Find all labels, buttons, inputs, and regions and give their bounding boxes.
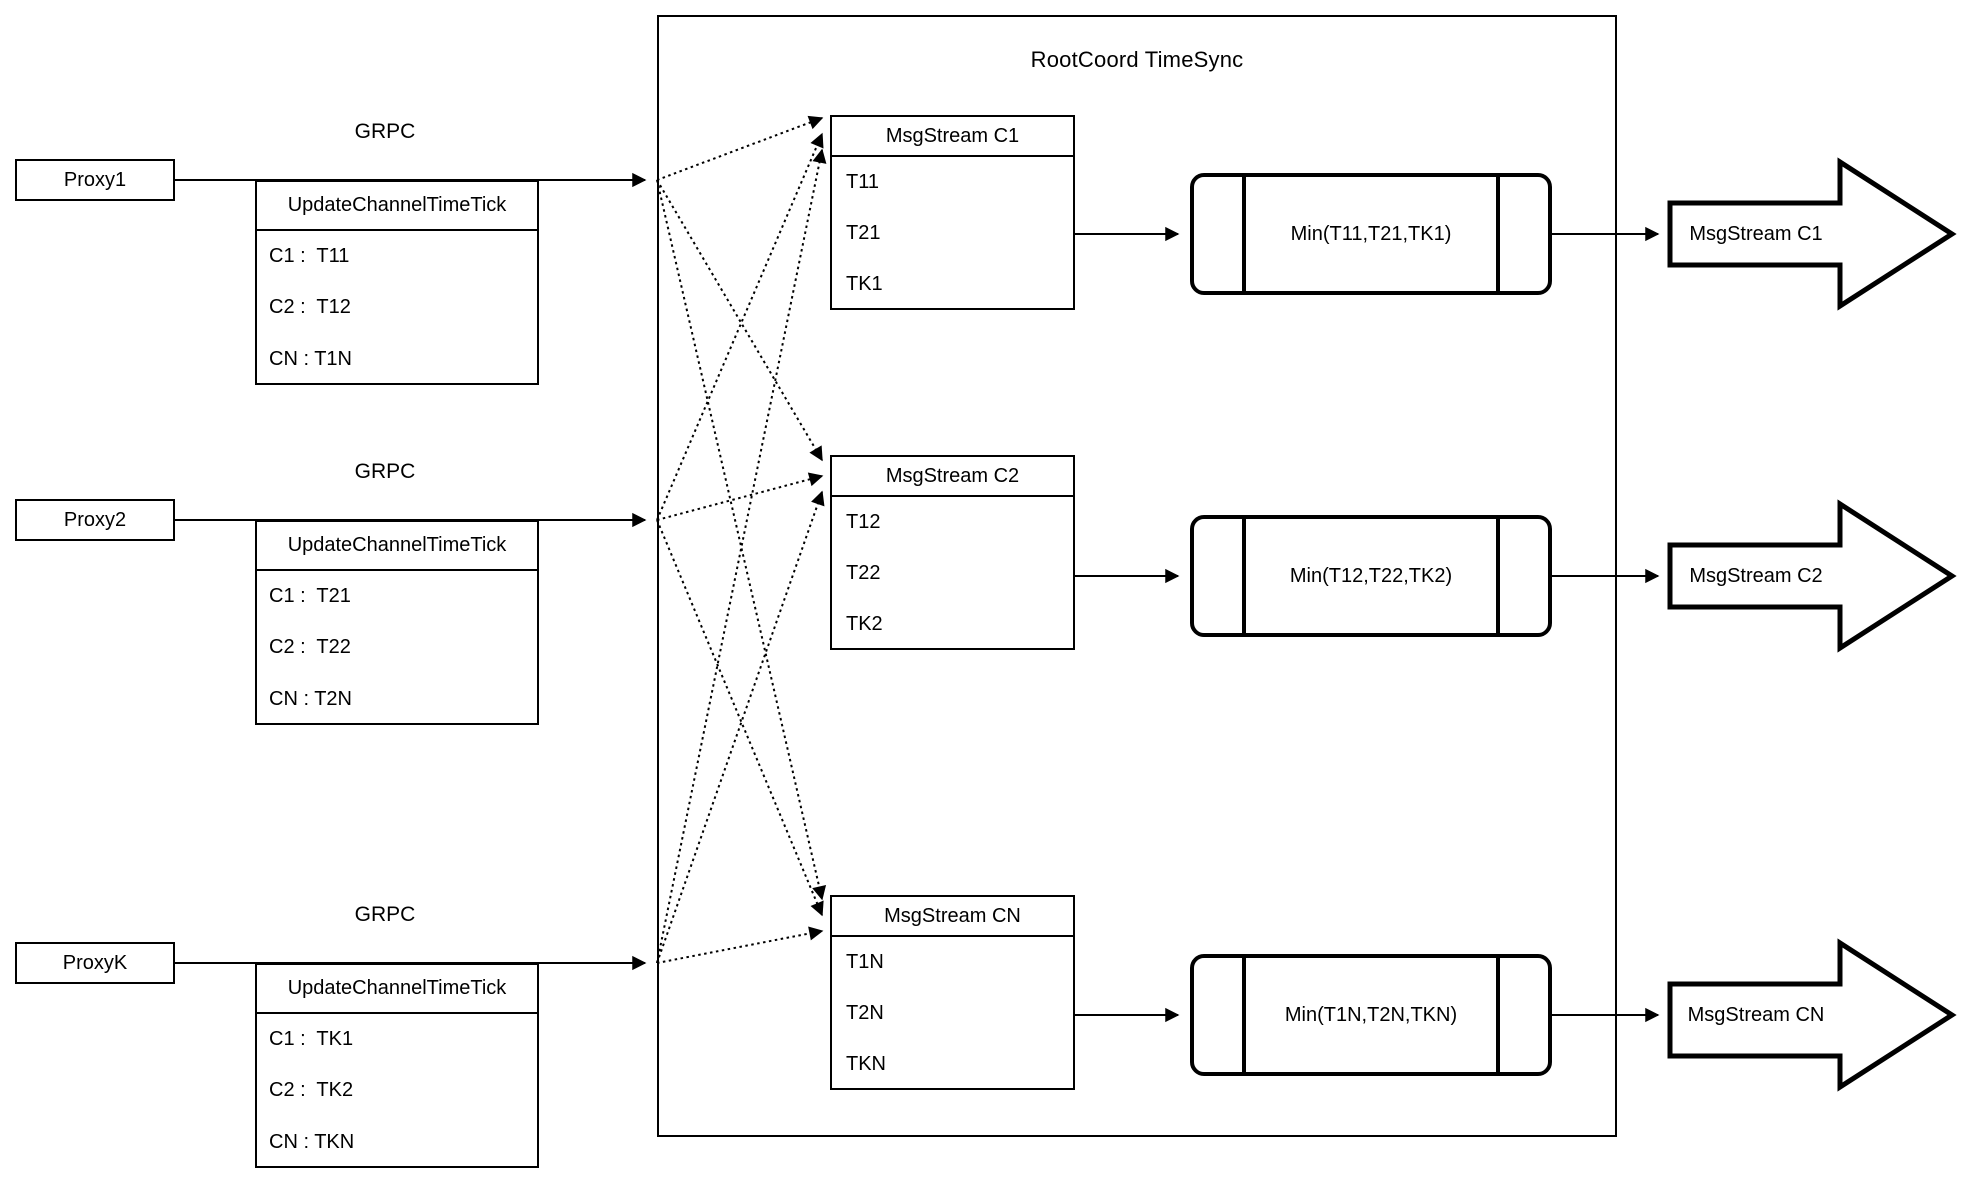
update-row: C1 : TK1 xyxy=(269,1028,354,1051)
update-row: C2 : TK2 xyxy=(269,1079,354,1102)
min-box-row1: Min(T11,T21,TK1) xyxy=(1190,173,1552,295)
proxy2-box: Proxy2 xyxy=(15,499,175,541)
msgstream-cell: T22 xyxy=(846,562,881,584)
msgstream-cell: T2N xyxy=(846,1002,884,1024)
proxyk-label: ProxyK xyxy=(62,951,128,974)
min-box-divider xyxy=(1242,519,1246,633)
msgstream-cell: TKN xyxy=(846,1053,886,1075)
min-label-row2: Min(T12,T22,TK2) xyxy=(1289,564,1453,587)
update-row: C1 : T11 xyxy=(269,245,350,268)
min-label-row3: Min(T1N,T2N,TKN) xyxy=(1284,1003,1458,1026)
grpc-label-row2: GRPC xyxy=(354,460,416,483)
update-row: CN : T2N xyxy=(269,687,352,710)
update-row: CN : TKN xyxy=(269,1130,355,1153)
min-box-divider xyxy=(1496,958,1500,1072)
msgstream-cell: T12 xyxy=(846,511,881,533)
update-table-row3: UpdateChannelTimeTick C1 : TK1 C2 : TK2 … xyxy=(255,963,539,1168)
msgstream-table-c1: MsgStream C1 T11 T21 TK1 xyxy=(830,115,1075,310)
grpc-label-row1: GRPC xyxy=(354,120,416,143)
msgstream-cell: T11 xyxy=(846,171,879,193)
rootcoord-title: RootCoord TimeSync xyxy=(1030,47,1244,72)
proxy2-label: Proxy2 xyxy=(63,508,127,531)
min-box-divider xyxy=(1496,519,1500,633)
min-label-row1: Min(T11,T21,TK1) xyxy=(1290,222,1452,245)
msgstream-table-cn-header: MsgStream CN xyxy=(832,897,1073,937)
out-arrow-label-c1: MsgStream C1 xyxy=(1689,223,1823,245)
msgstream-cell: TK2 xyxy=(846,613,883,635)
msgstream-cell: T21 xyxy=(846,222,881,244)
min-box-divider xyxy=(1496,177,1500,291)
proxy1-label: Proxy1 xyxy=(63,168,127,191)
update-table-row2: UpdateChannelTimeTick C1 : T21 C2 : T22 … xyxy=(255,520,539,725)
msgstream-table-c2-header: MsgStream C2 xyxy=(832,457,1073,497)
grpc-label-row3: GRPC xyxy=(354,903,416,926)
update-row: C1 : T21 xyxy=(269,585,351,608)
proxy1-box: Proxy1 xyxy=(15,159,175,201)
min-box-divider xyxy=(1242,177,1246,291)
update-table-row1: UpdateChannelTimeTick C1 : T11 C2 : T12 … xyxy=(255,180,539,385)
min-box-row3: Min(T1N,T2N,TKN) xyxy=(1190,954,1552,1076)
msgstream-cell: T1N xyxy=(846,951,884,973)
update-row: C2 : T22 xyxy=(269,636,351,659)
update-table-header-row2: UpdateChannelTimeTick xyxy=(257,522,537,571)
msgstream-cell: TK1 xyxy=(846,273,883,295)
out-arrow-label-cn: MsgStream CN xyxy=(1687,1004,1825,1026)
msgstream-table-c2: MsgStream C2 T12 T22 TK2 xyxy=(830,455,1075,650)
min-box-row2: Min(T12,T22,TK2) xyxy=(1190,515,1552,637)
update-table-header-row3: UpdateChannelTimeTick xyxy=(257,965,537,1014)
update-row: C2 : T12 xyxy=(269,296,351,319)
min-box-divider xyxy=(1242,958,1246,1072)
out-arrow-label-c2: MsgStream C2 xyxy=(1689,565,1823,587)
update-row: CN : T1N xyxy=(269,347,352,370)
update-table-header-row1: UpdateChannelTimeTick xyxy=(257,182,537,231)
msgstream-table-cn: MsgStream CN T1N T2N TKN xyxy=(830,895,1075,1090)
proxyk-box: ProxyK xyxy=(15,942,175,984)
msgstream-out-arrows xyxy=(1667,157,1957,1092)
msgstream-table-c1-header: MsgStream C1 xyxy=(832,117,1073,157)
